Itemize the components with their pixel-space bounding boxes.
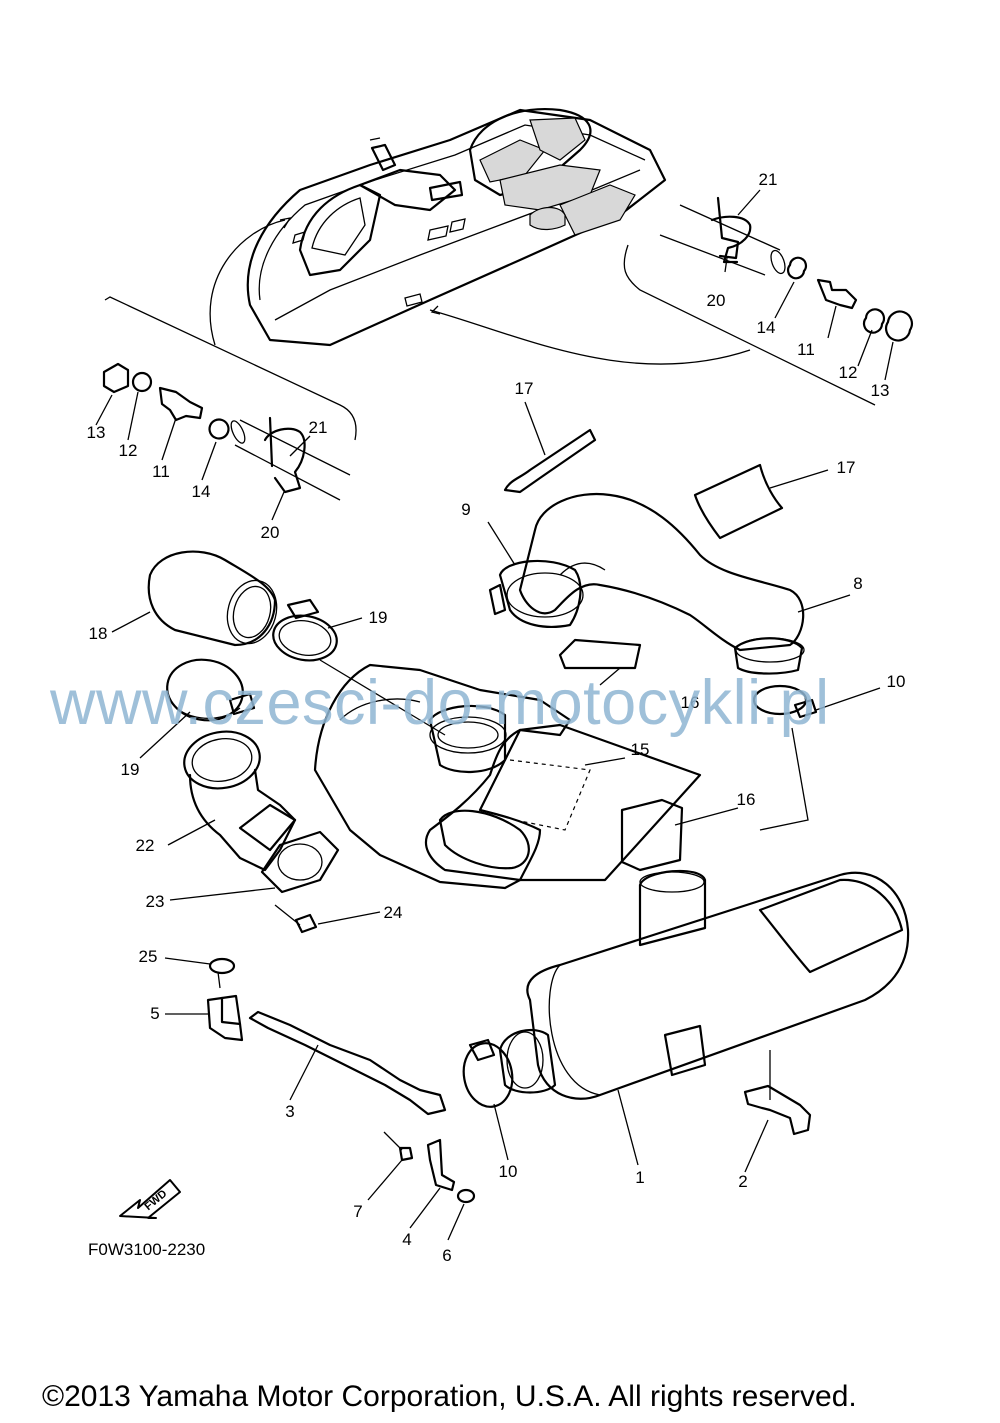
- gasket-23: [169, 830, 340, 901]
- label-part-21-left: 21: [308, 418, 328, 437]
- label-part-19-lower: 19: [120, 760, 140, 779]
- copyright-notice: ©2013 Yamaha Motor Corporation, U.S.A. A…: [42, 1380, 857, 1413]
- elbow-22: [167, 730, 297, 872]
- label-part-14-left: 14: [191, 482, 211, 501]
- label-part-13-left: 13: [86, 423, 106, 442]
- label-part-8: 8: [853, 574, 863, 593]
- label-part-5: 5: [150, 1004, 160, 1023]
- label-part-12-left: 12: [118, 441, 138, 460]
- bracket-4: [409, 1138, 456, 1229]
- label-part-21-right: 21: [758, 170, 778, 189]
- forward-arrow-icon: FWD: [119, 1179, 181, 1219]
- label-part-20-right: 20: [706, 291, 726, 310]
- clamp-10-lower: [462, 1038, 514, 1161]
- label-part-24: 24: [383, 903, 403, 922]
- label-part-4: 4: [402, 1230, 412, 1249]
- label-part-16-upper: 16: [680, 693, 700, 712]
- hose-8-assembly: [487, 492, 851, 675]
- label-part-13-right: 13: [870, 381, 890, 400]
- label-part-2: 2: [738, 1172, 748, 1191]
- left-upper-fastener-group: [95, 362, 351, 521]
- label-part-22: 22: [135, 836, 155, 855]
- label-part-17-right: 17: [836, 458, 856, 477]
- tube-18: [111, 550, 278, 647]
- label-part-20-left: 20: [260, 523, 280, 542]
- label-part-10-lower: 10: [498, 1162, 518, 1181]
- bracket-5: [165, 994, 244, 1042]
- screw-25: [164, 957, 236, 989]
- holder-2: [743, 1050, 812, 1173]
- muffler-1: [498, 869, 910, 1166]
- bolt-24: [274, 904, 381, 934]
- airbox-15: [313, 663, 702, 890]
- rivet-7: [367, 1131, 414, 1201]
- clamp-19-lower: [139, 658, 256, 759]
- clamp-10-upper: [752, 684, 881, 831]
- watercraft-illustration: [209, 108, 751, 365]
- label-part-11-left: 11: [152, 462, 170, 481]
- watermark: www.czesci-do-motocykli.pl: [50, 668, 830, 738]
- label-part-9: 9: [461, 500, 471, 519]
- clamp-19-upper: [272, 598, 446, 736]
- label-part-15: 15: [630, 740, 650, 759]
- label-part-14-right: 14: [756, 318, 776, 337]
- label-part-16-lower: 16: [736, 790, 756, 809]
- washer-6: [447, 1188, 476, 1241]
- label-part-17-upper: 17: [514, 379, 534, 398]
- label-part-10-upper: 10: [886, 672, 906, 691]
- label-part-6: 6: [442, 1246, 452, 1265]
- label-part-11-right: 11: [797, 340, 815, 359]
- label-part-1: 1: [635, 1168, 645, 1187]
- label-part-25: 25: [138, 947, 158, 966]
- pad-16-lower: [620, 798, 739, 872]
- label-part-3: 3: [285, 1102, 295, 1121]
- label-part-23: 23: [145, 892, 165, 911]
- pad-17-right: [693, 463, 829, 540]
- label-part-19-upper: 19: [368, 608, 388, 627]
- label-part-18: 18: [88, 624, 108, 643]
- drawing-code: F0W3100-2230: [88, 1240, 206, 1259]
- right-upper-fastener-group: [659, 189, 913, 381]
- label-part-12-right: 12: [838, 363, 858, 382]
- pad-17-upper: [503, 401, 597, 494]
- label-part-7: 7: [353, 1202, 363, 1221]
- pad-16-upper: [558, 638, 642, 686]
- strap-3: [248, 1010, 447, 1116]
